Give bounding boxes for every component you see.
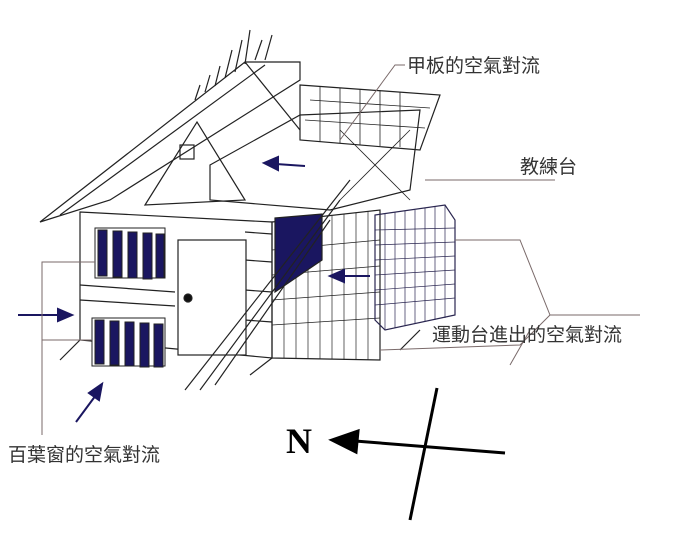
- door-knob: [183, 293, 193, 303]
- roof-spikes: [194, 29, 273, 101]
- leader-exercise: [455, 239, 640, 316]
- label-training-platform: 教練台: [520, 156, 578, 178]
- louver-upper: [94, 227, 166, 280]
- compass-north-label: N: [286, 421, 312, 461]
- louver-lower: [91, 317, 166, 368]
- airflow-arrow-left: [18, 307, 75, 323]
- airflow-arrow-cage: [327, 268, 370, 284]
- label-louver-airflow: 百葉窗的空氣對流: [8, 444, 161, 466]
- roof: [39, 61, 301, 223]
- airflow-arrow-bottom: [75, 381, 104, 423]
- exercise-cage: [374, 204, 456, 331]
- leader-louver: [41, 261, 95, 435]
- north-arrow-head: [328, 428, 360, 455]
- label-deck-airflow: 甲板的空氣對流: [407, 55, 541, 77]
- label-exercise-platform-airflow: 運動台進出的空氣對流: [432, 324, 623, 346]
- dark-panel: [274, 213, 323, 294]
- leader-deck: [339, 64, 405, 141]
- compass: [328, 387, 506, 521]
- airflow-arrow-deck: [261, 155, 306, 172]
- gable: [143, 120, 247, 206]
